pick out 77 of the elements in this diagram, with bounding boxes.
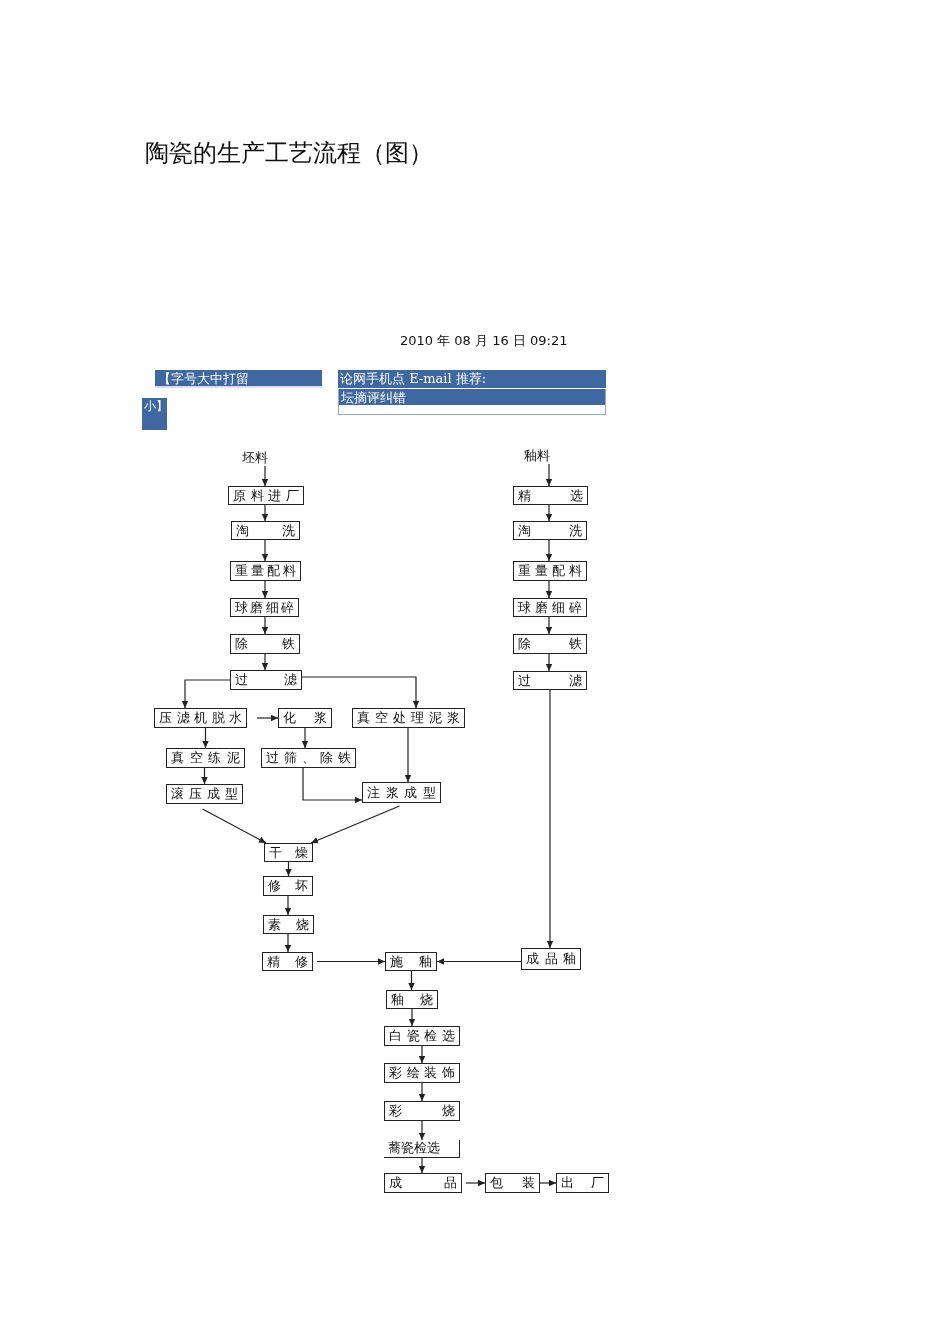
link-bar: 论网手机点 E-mail 推荐:: [338, 370, 606, 388]
process-box: 修 坏: [263, 876, 313, 896]
arrow: [301, 727, 309, 749]
process-box: 球磨细碎: [230, 598, 299, 617]
arrow: [261, 580, 269, 599]
input-label: 釉料: [524, 448, 556, 464]
arrow: [436, 958, 522, 965]
arrow: [201, 808, 267, 844]
process-box: 注浆成型: [362, 782, 441, 803]
process-box: 滚压成型: [166, 784, 243, 804]
process-box: 压滤机脱水: [154, 708, 247, 728]
process-box: 精 选: [513, 486, 588, 505]
arrow: [261, 653, 269, 671]
process-box: 精 修: [262, 952, 313, 971]
arrow: [418, 1045, 426, 1064]
arrow: [302, 767, 363, 804]
arrow: [284, 895, 292, 916]
process-box: 成 品: [384, 1173, 462, 1193]
process-box: 施 釉: [385, 952, 437, 971]
arrow: [301, 676, 420, 709]
arrow: [316, 958, 386, 965]
process-box: 干 燥: [264, 843, 313, 862]
arrow: [261, 616, 269, 635]
process-box: 素 烧: [263, 915, 314, 934]
process-box: 重量配料: [230, 561, 301, 581]
arrow: [181, 679, 231, 709]
process-box: 淘 洗: [513, 521, 587, 540]
arrow: [261, 465, 269, 487]
process-box: 淘 洗: [231, 521, 300, 540]
arrow: [261, 539, 269, 562]
process-box: 重量配料: [513, 561, 587, 581]
process-box: 过 滤: [513, 671, 587, 690]
arrow: [285, 861, 292, 877]
arrow: [284, 933, 292, 953]
arrow: [418, 1120, 426, 1141]
process-box: 球磨细碎: [513, 598, 587, 617]
arrow: [545, 653, 553, 672]
input-label: 坯料: [242, 450, 272, 466]
process-box: 成品釉: [521, 948, 581, 970]
process-box: 过 滤: [230, 670, 302, 690]
process-box: 除 铁: [513, 634, 587, 654]
arrow: [545, 539, 553, 562]
arrow: [256, 714, 279, 722]
process-box: 化 浆: [278, 708, 332, 728]
arrow: [465, 1179, 486, 1187]
font-size-bar: 小】: [142, 398, 167, 430]
process-box: 原料进厂: [228, 486, 304, 505]
arrow: [201, 767, 208, 785]
link-bar: 坛摘评纠错: [338, 389, 606, 415]
date-text: 2010 年 08 月 16 日 09:21: [400, 332, 568, 349]
arrow: [408, 1008, 416, 1027]
font-size-bar: 【字号大中打留: [155, 370, 322, 388]
arrow: [418, 1082, 426, 1102]
step-label: 蕎瓷检选: [384, 1140, 460, 1158]
process-box: 过筛、除铁: [261, 748, 356, 768]
arrow: [261, 504, 269, 522]
process-box: 包 装: [485, 1173, 540, 1193]
process-box: 真空练泥: [166, 748, 245, 768]
process-box: 白瓷检选: [384, 1026, 460, 1046]
process-box: 釉 烧: [386, 990, 438, 1009]
process-box: 出 厂: [556, 1173, 609, 1193]
arrow: [545, 463, 553, 487]
title: 陶瓷的生产工艺流程（图）: [145, 138, 433, 168]
arrow: [545, 580, 553, 599]
arrow: [546, 689, 554, 949]
arrow: [408, 970, 415, 991]
process-box: 除 铁: [230, 634, 300, 654]
process-box: 彩绘装饰: [384, 1063, 460, 1083]
arrow: [310, 805, 401, 844]
arrow: [404, 727, 412, 783]
arrow: [545, 616, 553, 635]
arrow: [539, 1179, 557, 1187]
arrow: [202, 727, 209, 749]
process-box: 彩 烧: [384, 1101, 460, 1121]
arrow: [418, 1157, 426, 1174]
arrow: [545, 504, 553, 522]
process-box: 真空处理泥浆: [352, 708, 465, 728]
